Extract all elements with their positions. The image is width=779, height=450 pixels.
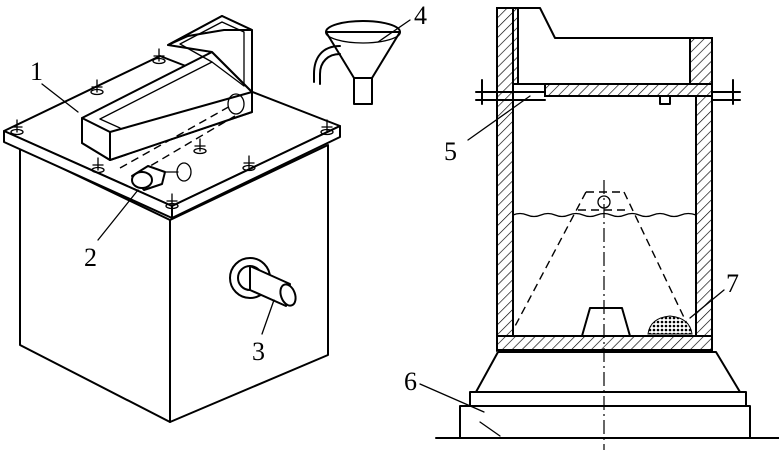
- callout-3: 3: [252, 337, 265, 366]
- funnel: [313, 20, 401, 105]
- callout-2: 2: [84, 243, 97, 272]
- bolt: [10, 119, 24, 136]
- leader-4: [377, 19, 411, 43]
- bolt: [193, 138, 207, 155]
- bolt: [152, 48, 166, 65]
- bolt: [320, 119, 334, 136]
- bolt: [165, 193, 179, 210]
- bolt: [242, 155, 256, 172]
- leader-3: [261, 299, 275, 335]
- side-port: [229, 257, 297, 307]
- sediment-pile: [647, 315, 693, 335]
- lid-bolts: [10, 48, 334, 210]
- vessel-left-wall: [496, 7, 514, 353]
- callout-7: 7: [726, 269, 739, 298]
- box-apparatus: [3, 15, 411, 423]
- sectional-view: [419, 7, 779, 450]
- flue-stack: [512, 7, 691, 85]
- callout-6: 6: [404, 367, 417, 396]
- feed-path-dashed: [119, 104, 236, 173]
- callout-5: 5: [444, 137, 457, 166]
- leader-1: [41, 83, 79, 113]
- callout-4: 4: [414, 1, 427, 30]
- leader-7: [689, 289, 725, 319]
- bolt: [91, 157, 105, 174]
- bolt: [90, 79, 104, 96]
- leader-5: [467, 95, 531, 141]
- leader-2: [97, 189, 139, 241]
- vessel-lid: [544, 83, 713, 97]
- bottom-support: [581, 307, 631, 337]
- feed-outlet: [227, 93, 245, 115]
- leader-6: [419, 383, 485, 413]
- callout-1: 1: [30, 57, 43, 86]
- spray-nozzle: [131, 162, 192, 191]
- feed-hopper: [81, 15, 253, 161]
- stand: [435, 351, 779, 439]
- lid-edge-right: [171, 125, 341, 219]
